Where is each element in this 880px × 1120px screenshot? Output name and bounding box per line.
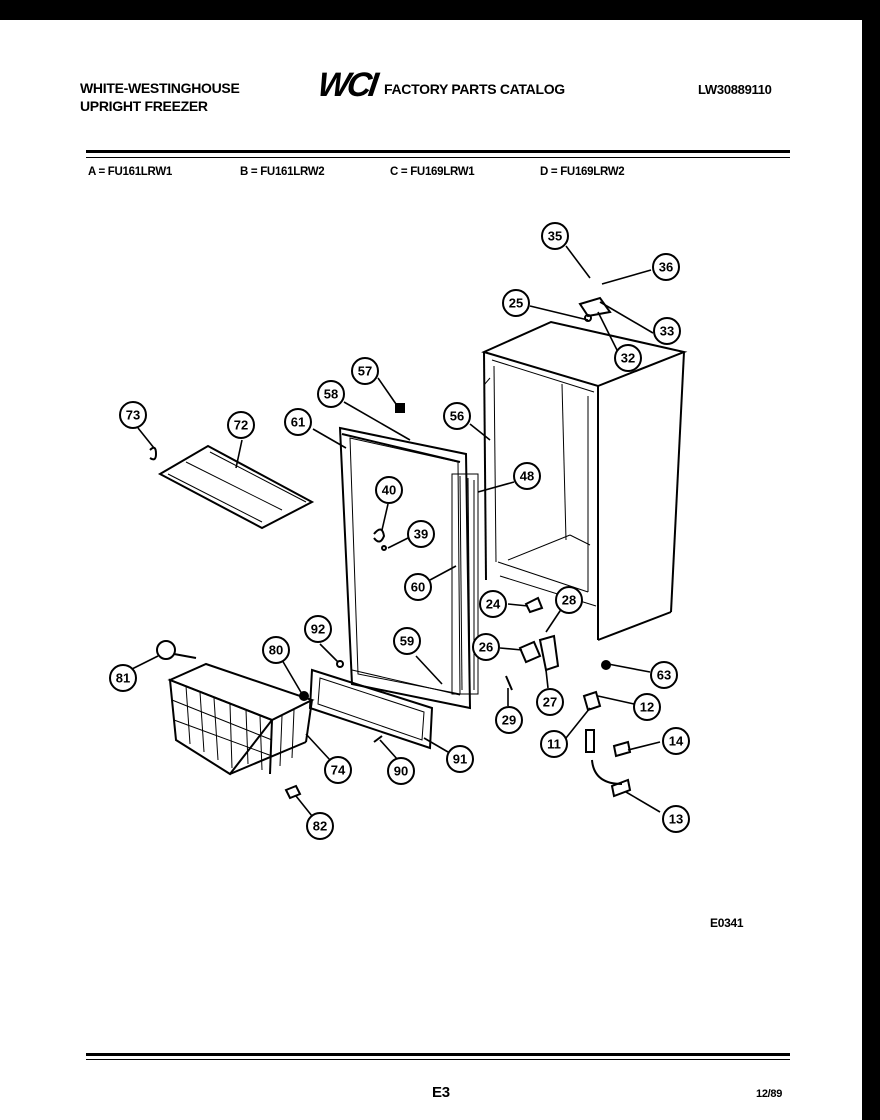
header-rule-thick bbox=[86, 150, 790, 153]
basket bbox=[167, 662, 315, 776]
callout-28: 28 bbox=[555, 586, 583, 614]
callout-57: 57 bbox=[351, 357, 379, 385]
svg-text:61: 61 bbox=[291, 415, 305, 430]
brand-name: WHITE-WESTINGHOUSE bbox=[80, 80, 240, 96]
leader-lines bbox=[129, 245, 661, 817]
svg-text:90: 90 bbox=[394, 764, 408, 779]
svg-text:11: 11 bbox=[547, 737, 561, 752]
callout-13: 13 bbox=[662, 805, 690, 833]
callout-72: 72 bbox=[227, 411, 255, 439]
callout-12: 12 bbox=[633, 693, 661, 721]
callout-82: 82 bbox=[306, 812, 334, 840]
callout-90: 90 bbox=[387, 757, 415, 785]
svg-text:48: 48 bbox=[520, 469, 534, 484]
callout-25: 25 bbox=[502, 289, 530, 317]
callout-91: 91 bbox=[446, 745, 474, 773]
callout-26: 26 bbox=[472, 633, 500, 661]
svg-text:24: 24 bbox=[486, 597, 501, 612]
callout-32: 32 bbox=[614, 344, 642, 372]
svg-text:36: 36 bbox=[659, 260, 673, 275]
door-assembly bbox=[338, 426, 479, 710]
callout-36: 36 bbox=[652, 253, 680, 281]
callout-27: 27 bbox=[536, 688, 564, 716]
svg-text:80: 80 bbox=[269, 643, 283, 658]
callout-11: 11 bbox=[540, 730, 568, 758]
callout-58: 58 bbox=[317, 380, 345, 408]
callout-24: 24 bbox=[479, 590, 507, 618]
catalog-number: LW30889110 bbox=[698, 82, 772, 97]
svg-text:59: 59 bbox=[400, 634, 414, 649]
model-c: C = FU169LRW1 bbox=[390, 166, 475, 178]
callout-56: 56 bbox=[443, 402, 471, 430]
svg-text:72: 72 bbox=[234, 418, 248, 433]
svg-text:91: 91 bbox=[453, 752, 467, 767]
callout-35: 35 bbox=[541, 222, 569, 250]
svg-text:25: 25 bbox=[509, 296, 523, 311]
svg-text:56: 56 bbox=[450, 409, 464, 424]
footer-rule-thick bbox=[86, 1053, 790, 1056]
footer-rule-thin bbox=[86, 1059, 790, 1060]
svg-text:32: 32 bbox=[621, 351, 635, 366]
callout-29: 29 bbox=[495, 706, 523, 734]
callout-81: 81 bbox=[109, 664, 137, 692]
svg-text:12: 12 bbox=[640, 700, 654, 715]
callout-80: 80 bbox=[262, 636, 290, 664]
model-a: A = FU161LRW1 bbox=[88, 166, 172, 178]
model-b: B = FU161LRW2 bbox=[240, 166, 325, 178]
svg-text:58: 58 bbox=[324, 387, 338, 402]
svg-text:74: 74 bbox=[331, 763, 346, 778]
callout-14: 14 bbox=[662, 727, 690, 755]
svg-text:33: 33 bbox=[660, 324, 674, 339]
callout-59: 59 bbox=[393, 627, 421, 655]
callout-92: 92 bbox=[304, 615, 332, 643]
catalog-title: FACTORY PARTS CATALOG bbox=[384, 81, 565, 97]
page-number: E3 bbox=[432, 1084, 450, 1101]
svg-text:40: 40 bbox=[382, 483, 396, 498]
callout-60: 60 bbox=[404, 573, 432, 601]
product-type: UPRIGHT FREEZER bbox=[80, 98, 208, 114]
callout-63: 63 bbox=[650, 661, 678, 689]
svg-text:82: 82 bbox=[313, 819, 327, 834]
svg-text:28: 28 bbox=[562, 593, 576, 608]
svg-text:92: 92 bbox=[311, 622, 325, 637]
callout-39: 39 bbox=[407, 520, 435, 548]
print-date: 12/89 bbox=[756, 1088, 783, 1100]
svg-text:29: 29 bbox=[502, 713, 516, 728]
header-rule-thin bbox=[86, 157, 790, 158]
svg-text:14: 14 bbox=[669, 734, 684, 749]
right-border bbox=[862, 0, 880, 1120]
svg-text:26: 26 bbox=[479, 640, 493, 655]
svg-text:73: 73 bbox=[126, 408, 140, 423]
callout-48: 48 bbox=[513, 462, 541, 490]
diagram-code: E0341 bbox=[710, 916, 744, 930]
top-border bbox=[0, 0, 880, 20]
small-parts bbox=[149, 296, 632, 800]
svg-text:63: 63 bbox=[657, 668, 671, 683]
callout-40: 40 bbox=[375, 476, 403, 504]
callout-33: 33 bbox=[653, 317, 681, 345]
callout-61: 61 bbox=[284, 408, 312, 436]
kick-plate bbox=[308, 668, 434, 750]
callout-73: 73 bbox=[119, 401, 147, 429]
shelf bbox=[157, 444, 315, 530]
model-d: D = FU169LRW2 bbox=[540, 166, 625, 178]
svg-text:60: 60 bbox=[411, 580, 425, 595]
svg-text:27: 27 bbox=[543, 695, 557, 710]
svg-text:35: 35 bbox=[548, 229, 562, 244]
svg-text:39: 39 bbox=[414, 527, 428, 542]
svg-text:57: 57 bbox=[358, 364, 372, 379]
svg-text:13: 13 bbox=[669, 812, 683, 827]
svg-text:81: 81 bbox=[116, 671, 130, 686]
callout-74: 74 bbox=[324, 756, 352, 784]
